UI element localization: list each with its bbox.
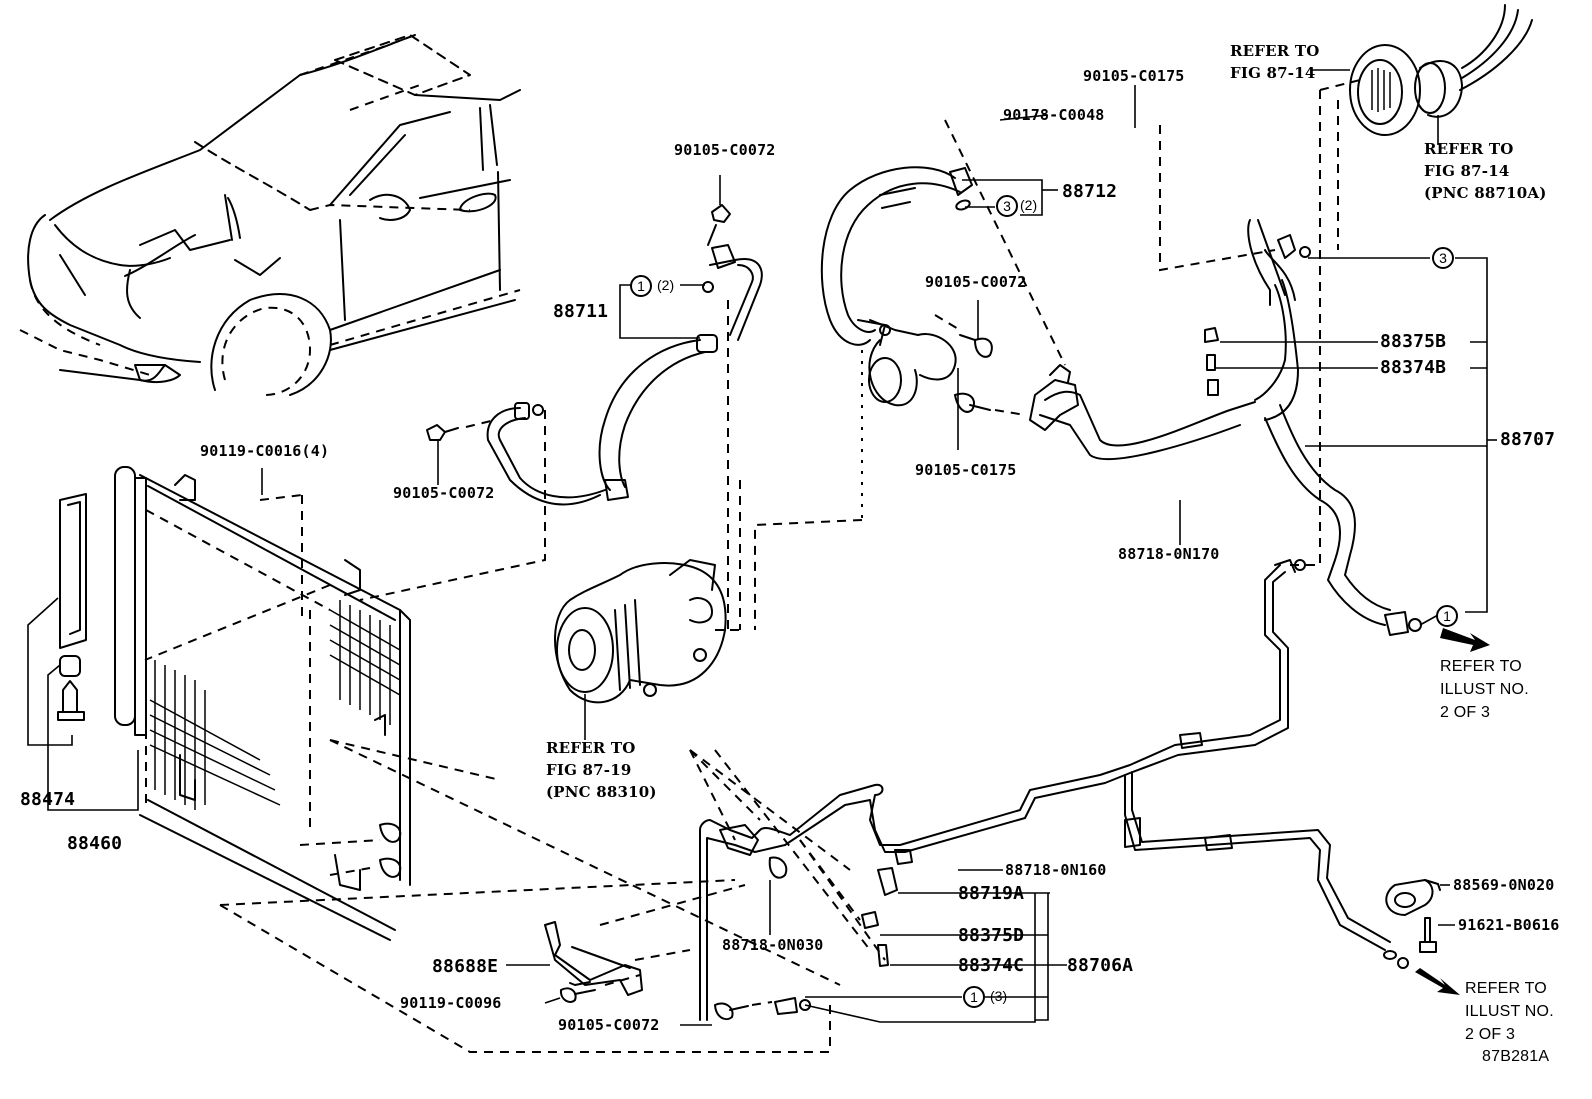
reference-arrows [1415, 628, 1490, 995]
reference-note-illust-2-of-3[interactable]: REFER TO ILLUST NO. 2 OF 3 [1440, 655, 1529, 724]
vehicle-outline-illustration [19, 34, 521, 396]
leader-lines [261, 85, 1497, 1026]
part-label-88569-0N020[interactable]: 88569-0N020 [1453, 876, 1555, 894]
callout-quantity: (2) [1020, 197, 1038, 213]
firewall-seal-illustration [1310, 4, 1533, 145]
reference-line: REFER TO [1440, 658, 1522, 675]
part-label-88474[interactable]: 88474 [20, 789, 76, 810]
reference-line: REFER TO [1230, 42, 1320, 60]
liquid-line-88706A [219, 559, 1409, 1053]
reference-line: (PNC 88310) [546, 783, 657, 801]
part-label-88374B[interactable]: 88374B [1380, 357, 1447, 378]
reference-line: REFER TO [546, 739, 636, 757]
part-label-90105-C0072-bottom[interactable]: 90105-C0072 [558, 1016, 660, 1034]
part-label-88718-0N030[interactable]: 88718-0N030 [722, 936, 824, 954]
part-label-90105-C0072-mid[interactable]: 90105-C0072 [925, 273, 1027, 291]
callout-circle-3: 3 [996, 195, 1018, 217]
part-label-91621-B0616[interactable]: 91621-B0616 [1458, 916, 1560, 934]
part-label-88711[interactable]: 88711 [553, 301, 609, 322]
callout-circle-3: 3 [1432, 247, 1454, 269]
part-label-88375B[interactable]: 88375B [1380, 331, 1447, 352]
part-label-88718-0N170[interactable]: 88718-0N170 [1118, 545, 1220, 563]
reference-line: FIG 87-19 [546, 761, 632, 779]
part-label-88718-0N160[interactable]: 88718-0N160 [1005, 861, 1107, 879]
reference-line: FIG 87-14 [1230, 64, 1316, 82]
part-label-88712[interactable]: 88712 [1062, 181, 1118, 202]
callout-circle-1: 1 [1436, 605, 1458, 627]
part-label-90105-C0175-top[interactable]: 90105-C0175 [1083, 67, 1185, 85]
part-label-88706A[interactable]: 88706A [1067, 955, 1134, 976]
suction-hose-88712 [754, 119, 1066, 630]
callout-quantity: (3) [990, 988, 1008, 1004]
reference-line: ILLUST NO. [1465, 1003, 1554, 1020]
part-label-88375D[interactable]: 88375D [958, 925, 1025, 946]
reference-note-fig-87-14[interactable]: REFER TO FIG 87-14 [1230, 40, 1320, 84]
reference-note-fig-87-19[interactable]: REFER TO FIG 87-19 (PNC 88310) [546, 737, 657, 803]
reference-line: (PNC 88710A) [1424, 184, 1547, 202]
condenser-illustration [114, 466, 501, 941]
part-label-88688E[interactable]: 88688E [432, 956, 499, 977]
receiver-dryer-parts [27, 493, 139, 811]
discharge-hose-88711 [598, 175, 763, 631]
callout-circle-1: 1 [963, 986, 985, 1008]
reference-line: ILLUST NO. [1440, 681, 1529, 698]
reference-line: 2 OF 3 [1465, 1026, 1516, 1043]
bracket-88688E-illustration [544, 921, 773, 1021]
figure-code: 87B281A [1482, 1048, 1550, 1065]
compressor-illustration [554, 480, 745, 740]
part-label-90178-C0048[interactable]: 90178-C0048 [1003, 106, 1105, 124]
callout-circle-1: 1 [630, 275, 652, 297]
reference-line: REFER TO [1465, 980, 1547, 997]
reference-line: FIG 87-14 [1424, 162, 1510, 180]
part-label-88460[interactable]: 88460 [67, 833, 123, 854]
part-label-90105-C0072-top[interactable]: 90105-C0072 [674, 141, 776, 159]
suction-pipe-left [359, 402, 606, 601]
part-label-90119-C0096[interactable]: 90119-C0096 [400, 994, 502, 1012]
reference-note-illust-2-of-3[interactable]: REFER TO ILLUST NO. 2 OF 3 [1465, 977, 1554, 1046]
part-label-90105-C0072-left[interactable]: 90105-C0072 [393, 484, 495, 502]
reference-line: 2 OF 3 [1440, 704, 1491, 721]
reference-note-fig-87-14-pnc[interactable]: REFER TO FIG 87-14 (PNC 88710A) [1424, 138, 1547, 204]
part-label-88374C[interactable]: 88374C [958, 955, 1025, 976]
reference-line: REFER TO [1424, 140, 1514, 158]
part-label-90105-C0175-mid[interactable]: 90105-C0175 [915, 461, 1017, 479]
part-label-88719A[interactable]: 88719A [958, 883, 1025, 904]
callout-quantity: (2) [657, 277, 675, 293]
suction-pipe-88707 [1029, 79, 1422, 636]
clamp-and-bolt-illustration [1385, 879, 1441, 953]
part-label-88707[interactable]: 88707 [1500, 429, 1556, 450]
part-label-90119-C0016[interactable]: 90119-C0016(4) [200, 442, 330, 460]
